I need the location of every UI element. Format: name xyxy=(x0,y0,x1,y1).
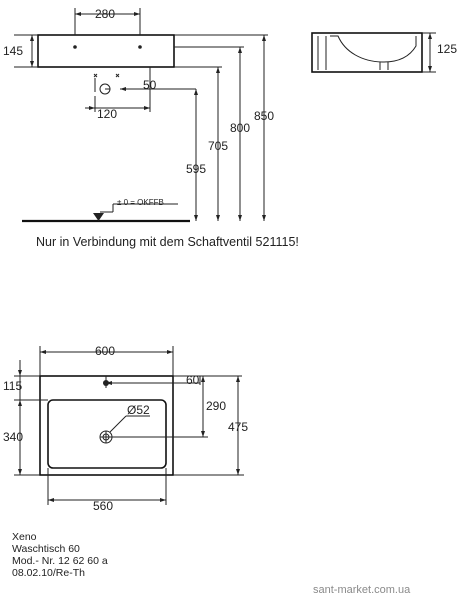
installation-note: Nur in Verbindung mit dem Schaftventil 5… xyxy=(36,235,299,249)
plan-view: Ø52 600 115 340 60 290 475 xyxy=(3,344,248,513)
dim-60: 60 xyxy=(186,373,200,387)
dim-125: 125 xyxy=(437,42,457,56)
dim-145: 145 xyxy=(3,44,23,58)
model-number: Mod.- Nr. 12 62 60 a xyxy=(12,555,108,567)
floor-label: ± 0 = OKFFB xyxy=(117,198,164,207)
basin-plan-outline xyxy=(39,375,174,476)
dim-850: 850 xyxy=(254,109,274,123)
dim-120: 120 xyxy=(97,107,117,121)
dim-705: 705 xyxy=(208,139,228,153)
side-section: 125 xyxy=(311,32,457,73)
floor-marker-icon xyxy=(93,213,104,221)
product-name: Xeno xyxy=(12,531,37,543)
basin-side-outline xyxy=(311,32,423,73)
dim-115: 115 xyxy=(3,379,22,393)
product-info: Xeno Waschtisch 60 Mod.- Nr. 12 62 60 a … xyxy=(12,531,108,579)
dim-340: 340 xyxy=(3,430,23,444)
dim-595: 595 xyxy=(186,162,206,176)
dim-600: 600 xyxy=(95,344,115,358)
basin-bowl-curve xyxy=(330,35,417,63)
dim-475: 475 xyxy=(228,420,248,434)
dim-d52: Ø52 xyxy=(127,403,150,417)
basin-front-outline xyxy=(37,34,175,68)
dim-280: 280 xyxy=(95,7,115,21)
tap-hole-right xyxy=(138,45,142,49)
product-type: Waschtisch 60 xyxy=(12,543,80,555)
basin-bowl xyxy=(47,399,167,469)
dim-290: 290 xyxy=(206,399,226,413)
dim-800: 800 xyxy=(230,121,250,135)
watermark: sant-market.com.ua xyxy=(313,584,411,596)
tap-hole-left xyxy=(73,45,77,49)
front-elevation: 280 145 50 120 ± 0 = OKFFB xyxy=(3,7,274,223)
dim-560: 560 xyxy=(93,499,113,513)
revision-date: 08.02.10/Re-Th xyxy=(12,567,85,579)
